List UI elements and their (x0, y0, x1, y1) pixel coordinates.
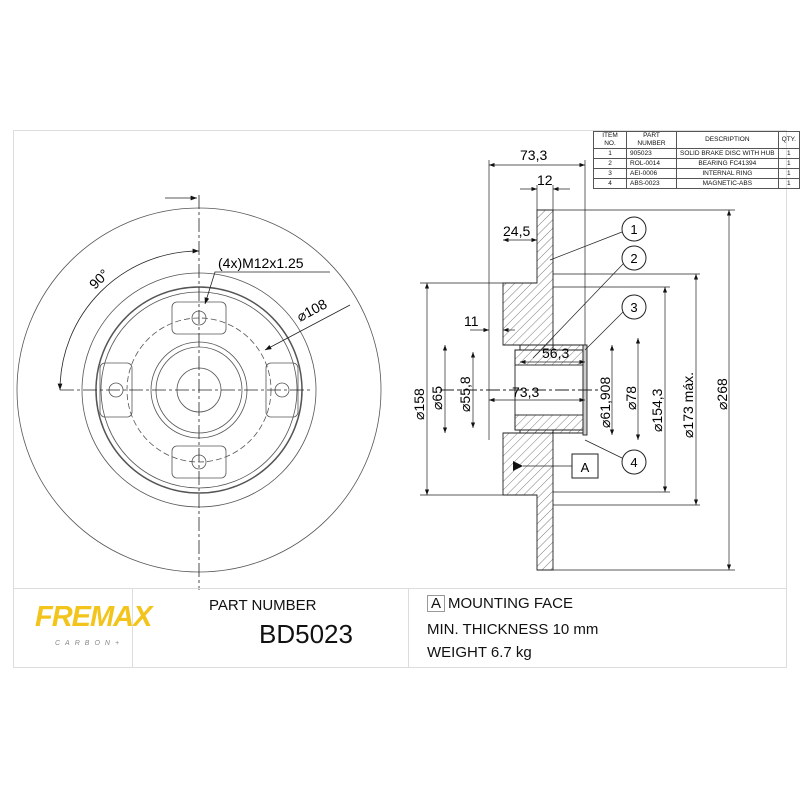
cell: 1 (593, 148, 627, 159)
dim-hub-length: 73,3 (512, 384, 539, 400)
balloon-1: 1 (630, 222, 637, 237)
angle-label: 90° (86, 266, 112, 292)
title-block-part: PART NUMBER BD5023 (132, 588, 408, 668)
pcd-label: ⌀108 (294, 295, 330, 324)
cell: 905023 (625, 148, 678, 159)
cell: ROL-0014 (625, 158, 678, 169)
bom-col-part: PART NUMBER (625, 131, 678, 149)
balloon-3: 3 (630, 300, 637, 315)
cell: 3 (593, 168, 627, 179)
cell: 1 (777, 158, 800, 169)
dim-flange: 11 (464, 313, 479, 329)
datum-a-box: A (581, 460, 590, 475)
dim-d173: ⌀173 máx. (680, 372, 696, 438)
cell: 1 (777, 178, 800, 189)
bom-header: ITEM NO. PART NUMBER DESCRIPTION QTY. (593, 131, 800, 149)
weight: WEIGHT 6.7 kg (427, 644, 532, 661)
cell: 2 (593, 158, 627, 169)
dim-d78: ⌀78 (623, 386, 639, 410)
part-number-label: PART NUMBER (209, 597, 317, 614)
dim-bearing-width: 56,3 (542, 345, 569, 361)
cell: ABS-0023 (625, 178, 678, 189)
thread-label: (4x)M12x1.25 (218, 255, 304, 271)
cell: SOLID BRAKE DISC WITH HUB (676, 148, 779, 159)
dim-d55-8: ⌀55,8 (457, 376, 473, 412)
front-view (16, 195, 382, 590)
min-thickness: MIN. THICKNESS 10 mm (427, 621, 599, 638)
cell: 1 (777, 168, 800, 179)
cell: MAGNETIC-ABS (676, 178, 779, 189)
cell: BEARING FC41394 (676, 158, 779, 169)
title-block-logo: FREMAX CARBON+ (13, 588, 152, 668)
dim-d154-3: ⌀154,3 (649, 388, 665, 432)
bom-col-item: ITEM NO. (593, 131, 627, 149)
balloon-2: 2 (630, 251, 637, 266)
part-number: BD5023 (259, 619, 353, 649)
mounting-face-text: MOUNTING FACE (448, 595, 574, 612)
cell: INTERNAL RING (676, 168, 779, 179)
dim-d268: ⌀268 (714, 378, 730, 410)
balloons: 1 2 3 4 A (513, 216, 647, 479)
dim-offset: 24,5 (503, 223, 530, 239)
cell: AEI-0006 (625, 168, 678, 179)
dim-d61-908: ⌀61,908 (597, 377, 613, 428)
cell: 4 (593, 178, 627, 189)
bom-col-desc: DESCRIPTION (676, 131, 779, 149)
section-dimensions (420, 160, 735, 571)
balloon-4: 4 (630, 455, 637, 470)
section-view (440, 209, 600, 571)
logo-subtitle: CARBON+ (55, 640, 125, 647)
datum-box: A (427, 595, 446, 612)
cell: 1 (777, 148, 800, 159)
drawing-frame (13, 130, 787, 668)
dim-d158: ⌀158 (411, 388, 427, 420)
dim-d65: ⌀65 (429, 386, 445, 410)
dim-overall-width: 73,3 (520, 147, 547, 163)
bom-col-qty: QTY. (777, 131, 800, 149)
dim-disc-thickness: 12 (537, 172, 553, 188)
